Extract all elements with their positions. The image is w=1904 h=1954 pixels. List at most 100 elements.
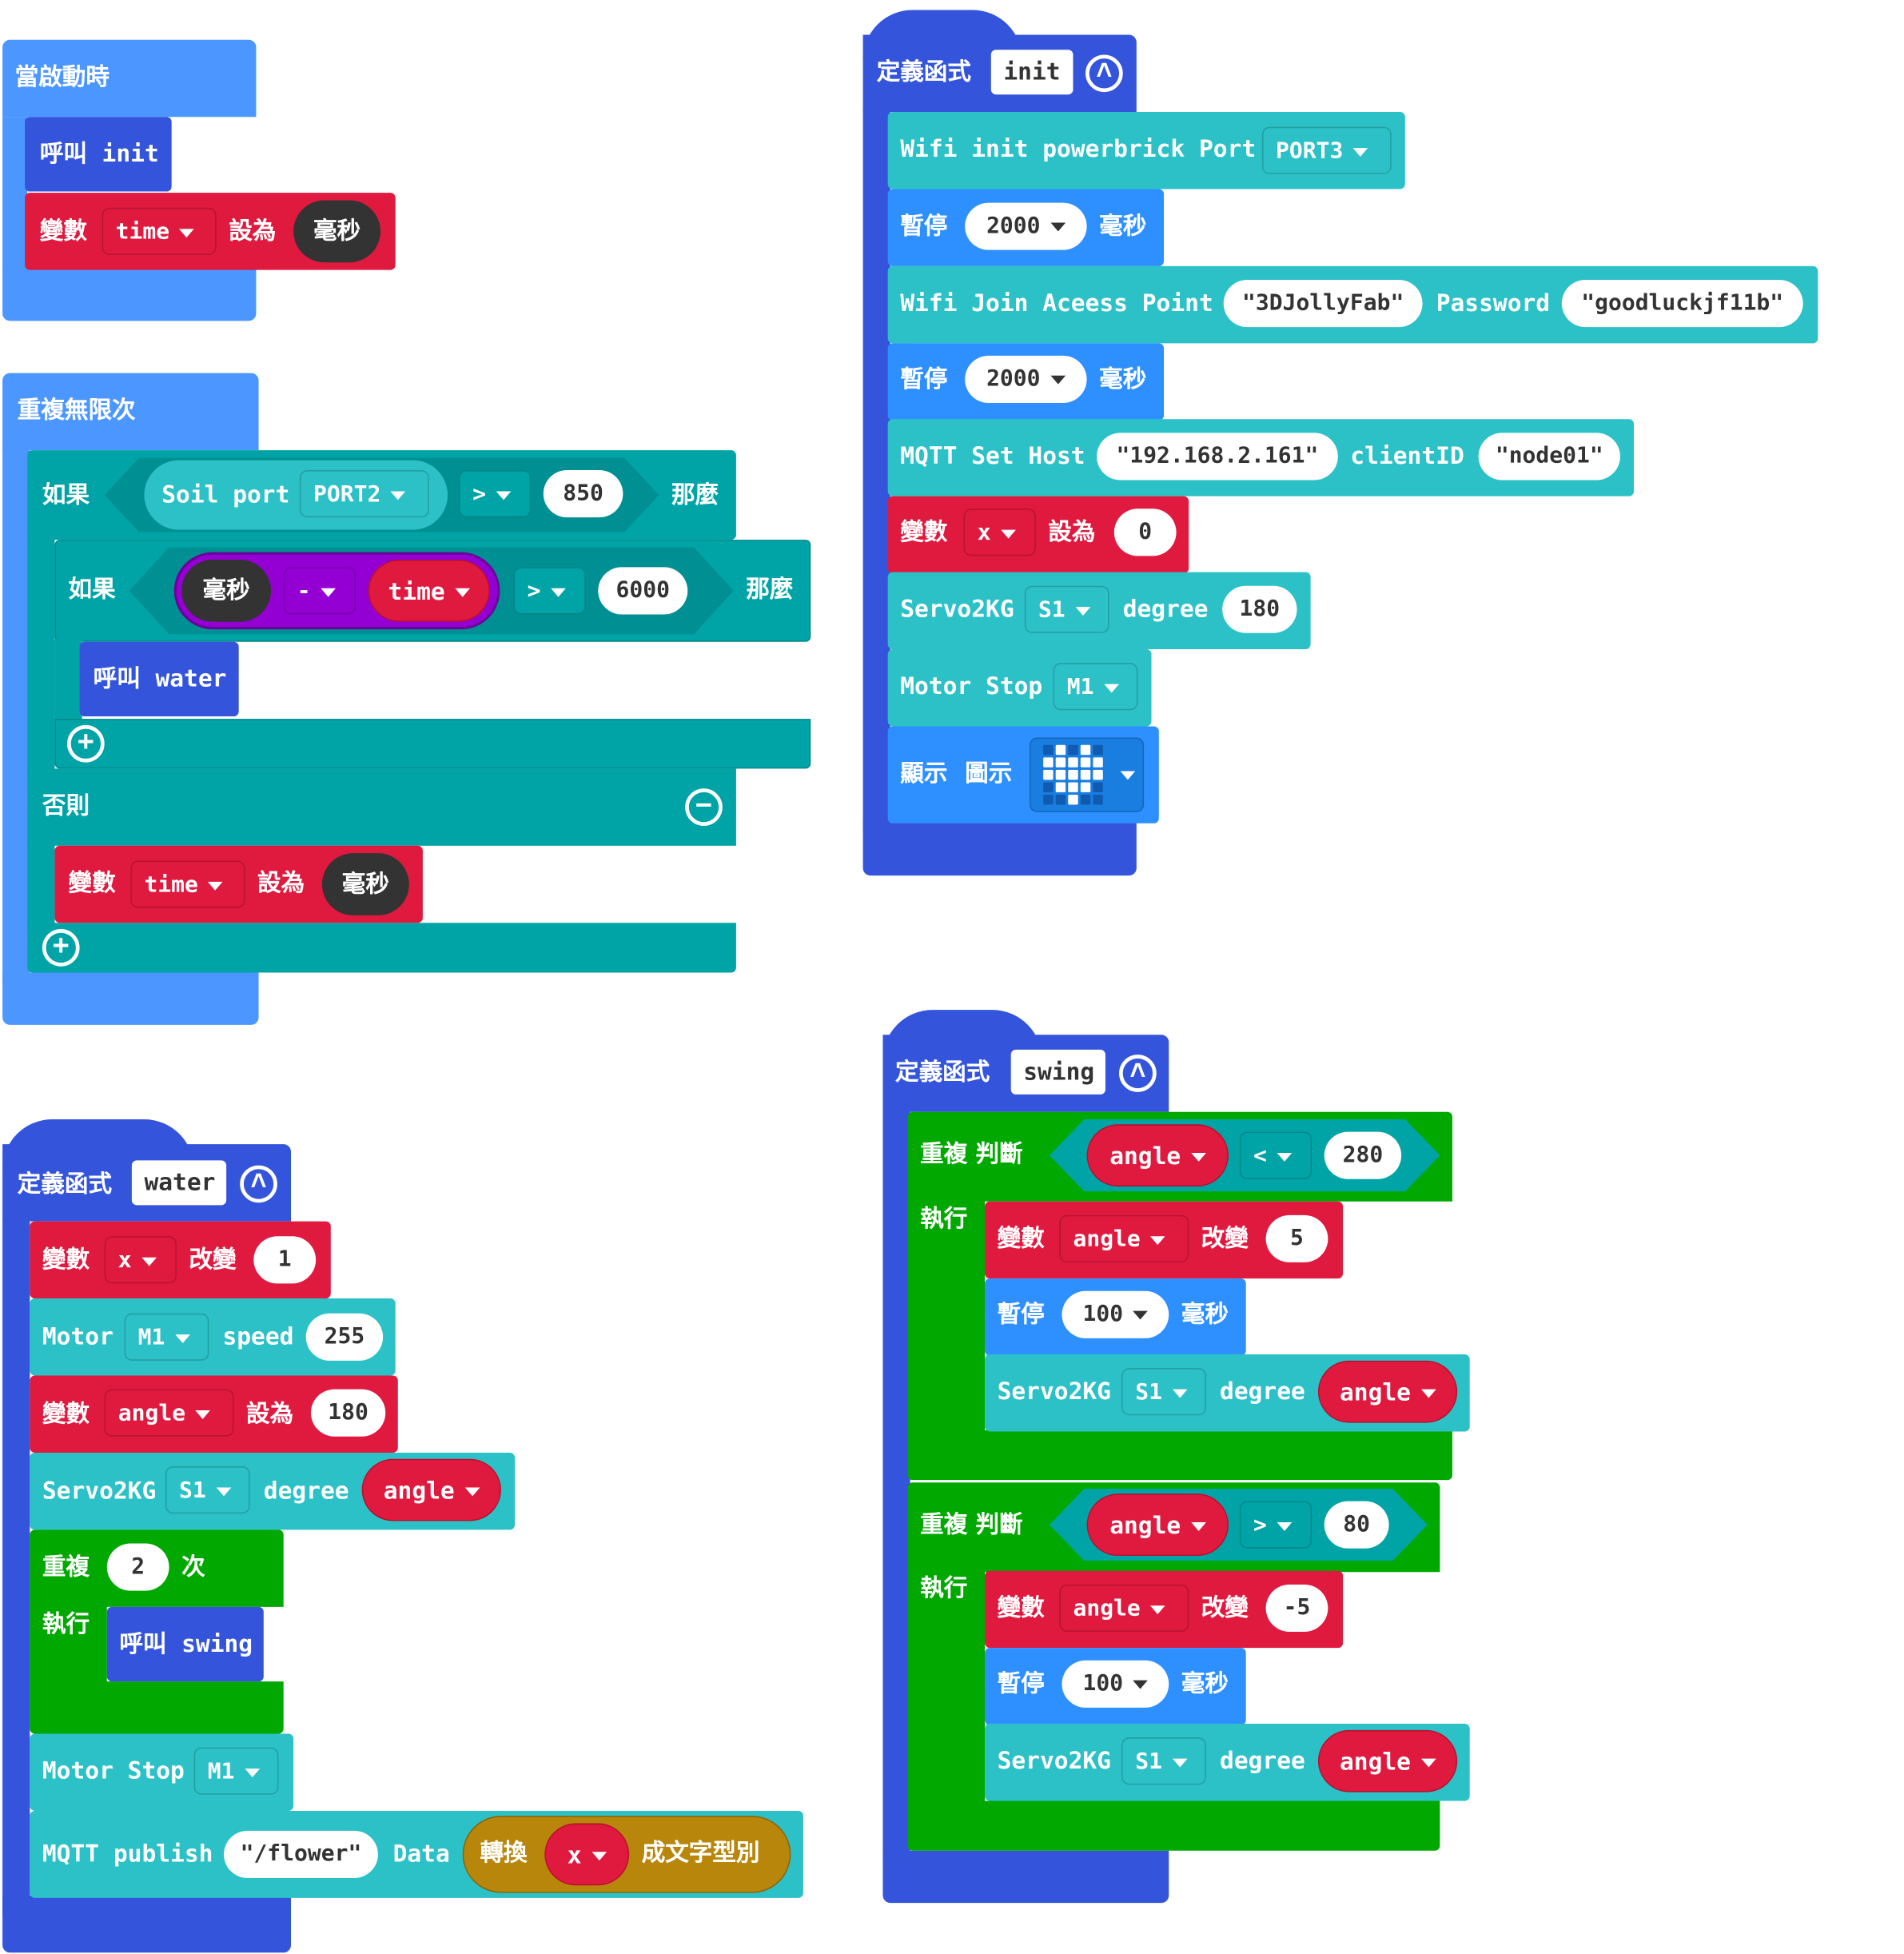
add-else-icon[interactable]: +	[42, 929, 80, 967]
chevron-down-icon	[455, 588, 470, 597]
add-else-if-icon[interactable]: +	[67, 724, 105, 763]
motor-port-dropdown[interactable]: M1	[193, 1747, 279, 1795]
inner-compare-op-dropdown[interactable]: >	[513, 567, 586, 615]
led-on	[1080, 769, 1091, 780]
angle-variable-reporter[interactable]: angle	[1317, 1729, 1458, 1792]
led-on	[1043, 769, 1054, 780]
variable-dropdown[interactable]: angle	[104, 1389, 234, 1437]
wifi-port-dropdown[interactable]: PORT3	[1261, 126, 1392, 174]
topic-input[interactable]: "/flower"	[224, 1830, 378, 1878]
variable-dropdown[interactable]: angle	[1059, 1584, 1189, 1632]
set-value-input[interactable]: 0	[1113, 508, 1177, 556]
servo-port-dropdown[interactable]: S1	[1024, 585, 1109, 633]
forever-hat[interactable]	[2, 373, 259, 451]
change-label: 改變	[189, 1246, 237, 1274]
pause-label: 暫停	[900, 213, 948, 241]
variable-dropdown[interactable]: x	[104, 1236, 177, 1284]
call-water-block[interactable]	[79, 641, 239, 717]
chevron-down-icon	[1172, 1757, 1188, 1767]
collapse-icon[interactable]: ˄	[240, 1165, 277, 1203]
collapse-icon[interactable]: ˄	[1085, 54, 1123, 93]
motor-port-dropdown[interactable]: M1	[1053, 663, 1138, 711]
led-off	[1043, 795, 1054, 805]
compare-op-dropdown[interactable]: >	[1239, 1501, 1312, 1549]
math-op-dropdown[interactable]: -	[283, 567, 356, 615]
motor-port-dropdown[interactable]: M1	[124, 1313, 209, 1361]
data-label: Data	[392, 1840, 450, 1868]
compare-op-dropdown[interactable]: <	[1239, 1131, 1312, 1179]
millis-reporter[interactable]: 毫秒	[321, 853, 409, 915]
degree-label: degree	[1122, 596, 1209, 624]
host-input[interactable]: "192.168.2.161"	[1097, 433, 1338, 481]
pause-value-dropdown[interactable]: 100	[1062, 1660, 1169, 1708]
while-foot	[907, 1430, 1452, 1481]
servo-port-dropdown[interactable]: S1	[1121, 1368, 1206, 1416]
angle-variable-reporter[interactable]: angle	[1086, 1493, 1229, 1557]
variable-dropdown[interactable]: angle	[1059, 1214, 1189, 1262]
pause-value-dropdown[interactable]: 2000	[965, 355, 1087, 404]
change-label: 改變	[1201, 1225, 1249, 1253]
function-name-field[interactable]: water	[131, 1160, 227, 1206]
led-off	[1080, 795, 1091, 805]
millis-reporter[interactable]: 毫秒	[293, 200, 381, 263]
wifi-init-label: Wifi init powerbrick Port	[900, 135, 1257, 163]
soil-port-dropdown[interactable]: PORT2	[299, 470, 429, 518]
function-foot	[862, 818, 1137, 876]
pause-label: 暫停	[900, 365, 948, 393]
angle-variable-reporter[interactable]: angle	[1086, 1124, 1229, 1187]
led-icon-dropdown[interactable]	[1030, 737, 1145, 812]
variable-dropdown[interactable]: time	[102, 207, 217, 255]
password-input[interactable]: "goodluckjf11b"	[1561, 280, 1803, 328]
change-value-input[interactable]: -5	[1265, 1584, 1328, 1632]
degree-value-input[interactable]: 180	[1222, 585, 1297, 633]
speed-label: speed	[222, 1323, 294, 1351]
pause-value-dropdown[interactable]: 2000	[965, 202, 1087, 250]
chevron-down-icon	[1277, 1152, 1293, 1162]
set-to-label: 設為	[229, 217, 277, 245]
function-name-field[interactable]: init	[990, 50, 1073, 95]
compare-value-input[interactable]: 80	[1324, 1501, 1389, 1549]
call-function-name: water	[155, 665, 227, 693]
compare-value-input[interactable]: 280	[1324, 1131, 1402, 1179]
on-start-hat[interactable]	[2, 39, 257, 118]
set-value-input[interactable]: 180	[310, 1389, 386, 1437]
servo-port-dropdown[interactable]: S1	[1121, 1737, 1206, 1785]
call-label: 呼叫	[119, 1630, 167, 1658]
if-label: 如果	[42, 481, 90, 509]
pause-value-dropdown[interactable]: 100	[1062, 1290, 1169, 1338]
chevron-down-icon	[1420, 1758, 1436, 1768]
else-bar	[27, 768, 736, 846]
ssid-input[interactable]: "3DJollyFab"	[1223, 280, 1423, 328]
millis-reporter[interactable]: 毫秒	[181, 560, 272, 622]
change-value-input[interactable]: 1	[253, 1236, 317, 1284]
change-value-input[interactable]: 5	[1265, 1214, 1328, 1262]
chevron-down-icon	[1420, 1389, 1436, 1398]
remove-else-icon[interactable]: −	[685, 788, 723, 826]
servo-port-dropdown[interactable]: S1	[165, 1466, 250, 1514]
forever-spine	[2, 448, 30, 983]
angle-variable-reporter[interactable]: angle	[361, 1458, 501, 1521]
motor-label: Motor	[42, 1323, 114, 1351]
call-swing-block[interactable]	[106, 1606, 264, 1682]
convert-suffix-label: 成文字型別	[641, 1839, 760, 1867]
compare-value-input[interactable]: 850	[543, 470, 623, 518]
inner-then-label: 那麼	[746, 576, 794, 604]
function-name-field[interactable]: swing	[1010, 1049, 1105, 1095]
variable-dropdown[interactable]: x	[963, 508, 1036, 556]
function-spine	[2, 1218, 30, 1916]
x-variable-reporter[interactable]: x	[544, 1823, 630, 1886]
inner-compare-value-input[interactable]: 6000	[598, 567, 688, 615]
time-variable-reporter[interactable]: time	[368, 560, 490, 622]
call-init-block[interactable]	[25, 117, 172, 192]
repeat-count-input[interactable]: 2	[106, 1543, 169, 1591]
compare-op-dropdown[interactable]: >	[459, 470, 532, 518]
speed-value-input[interactable]: 255	[305, 1313, 384, 1361]
do-label: 執行	[42, 1610, 90, 1638]
variable-dropdown[interactable]: time	[130, 860, 245, 908]
collapse-icon[interactable]: ˄	[1119, 1055, 1157, 1092]
soil-label: Soil port	[161, 481, 290, 509]
set-to-label: 設為	[1048, 518, 1096, 546]
angle-variable-reporter[interactable]: angle	[1317, 1360, 1458, 1423]
client-id-input[interactable]: "node01"	[1478, 433, 1620, 481]
